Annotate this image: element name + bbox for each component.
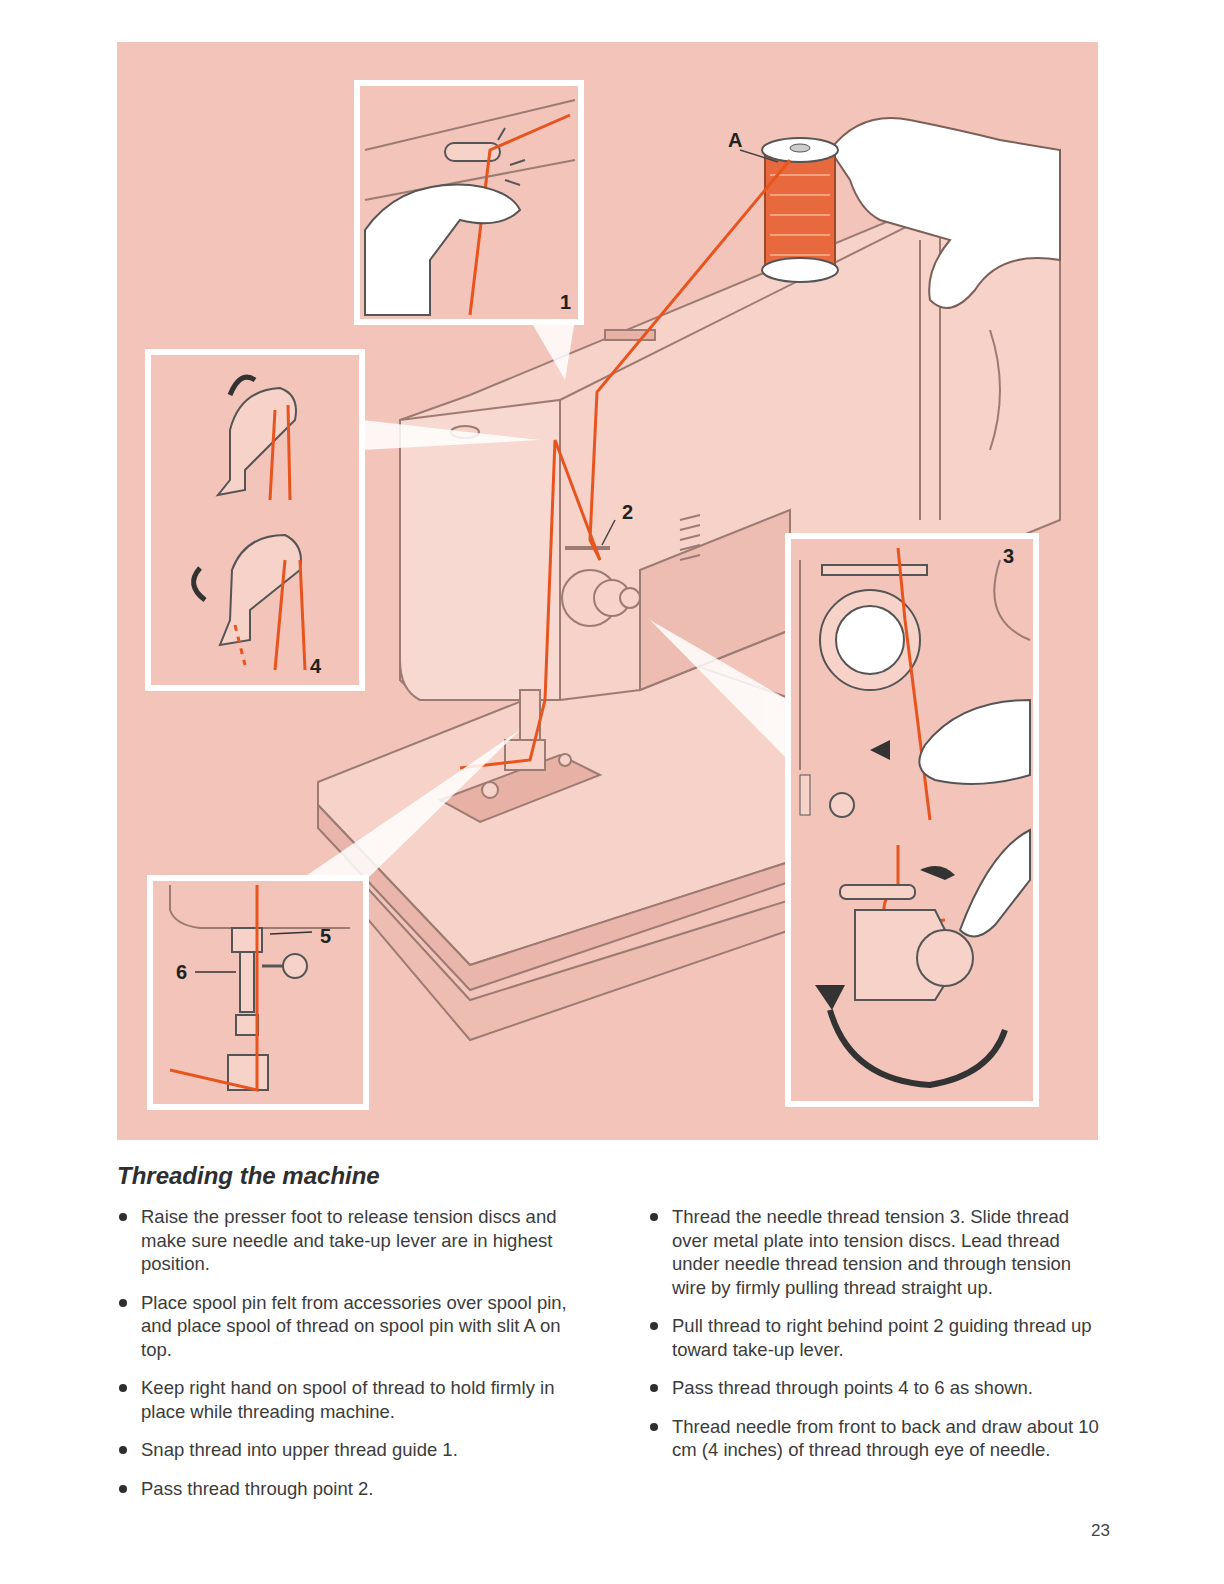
bullet-item: Snap thread into upper thread guide 1. (117, 1438, 585, 1462)
callout-number: 2 (622, 502, 633, 522)
text-column: Thread the needle thread tension 3. Slid… (648, 1205, 1110, 1477)
callout-number: 6 (176, 962, 187, 982)
leader-line (602, 520, 615, 545)
bullet-item: Pull thread to right behind point 2 guid… (648, 1314, 1110, 1361)
inset-thread-guide (357, 83, 581, 322)
instruction-text: Place spool pin felt from accessories ov… (141, 1292, 567, 1360)
bullet-dot (650, 1322, 658, 1330)
callout-number: A (728, 130, 742, 150)
callout-number: 3 (1003, 546, 1014, 566)
leader-line (740, 150, 778, 162)
page-number: 23 (1091, 1521, 1110, 1541)
bullet-dot (119, 1213, 127, 1221)
instruction-text: Snap thread into upper thread guide 1. (141, 1439, 458, 1460)
inset-tension (788, 536, 1036, 1104)
bullet-item: Place spool pin felt from accessories ov… (117, 1291, 585, 1362)
bullet-dot (119, 1384, 127, 1392)
instruction-text: Pass thread through points 4 to 6 as sho… (672, 1377, 1033, 1398)
instruction-text: Keep right hand on spool of thread to ho… (141, 1377, 554, 1422)
thread-spool (762, 138, 838, 282)
instruction-text: Raise the presser foot to release tensio… (141, 1206, 556, 1274)
bullet-dot (650, 1384, 658, 1392)
bullet-dot (119, 1485, 127, 1493)
bullet-item: Keep right hand on spool of thread to ho… (117, 1376, 585, 1423)
bullet-item: Pass thread through point 2. (117, 1477, 585, 1501)
inset-needle-bar (150, 878, 366, 1107)
callout-wedge (300, 320, 788, 880)
bullet-item: Pass thread through points 4 to 6 as sho… (648, 1376, 1110, 1400)
page-title: Threading the machine (117, 1162, 380, 1190)
hand (830, 118, 1060, 308)
inset-take-up-lever (148, 352, 362, 688)
instruction-text: Thread needle from front to back and dra… (672, 1416, 1099, 1461)
bullet-dot (650, 1213, 658, 1221)
bullet-item: Raise the presser foot to release tensio… (117, 1205, 585, 1276)
callout-number: 4 (310, 656, 321, 676)
bullet-item: Thread the needle thread tension 3. Slid… (648, 1205, 1110, 1299)
callout-number: 5 (320, 926, 331, 946)
instruction-text: Thread the needle thread tension 3. Slid… (672, 1206, 1071, 1298)
text-column: Raise the presser foot to release tensio… (117, 1205, 585, 1515)
callout-number: 1 (560, 292, 571, 312)
bullet-dot (119, 1299, 127, 1307)
instruction-text: Pull thread to right behind point 2 guid… (672, 1315, 1092, 1360)
instruction-text: Pass thread through point 2. (141, 1478, 373, 1499)
bullet-dot (119, 1446, 127, 1454)
pink-panel (117, 42, 1098, 1140)
bullet-item: Thread needle from front to back and dra… (648, 1415, 1110, 1462)
bullet-dot (650, 1423, 658, 1431)
